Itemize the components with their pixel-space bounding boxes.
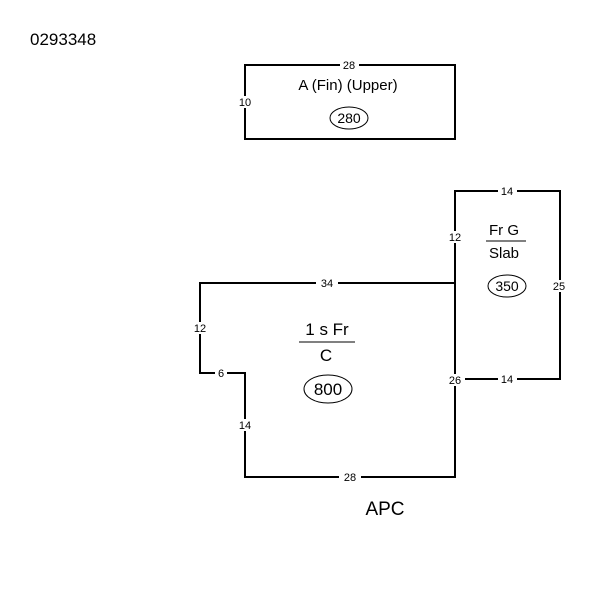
upper-label: A (Fin) (Upper) [298, 77, 397, 94]
main-label-top: 1 s Fr [305, 320, 349, 339]
main-top-dim: 34 [321, 278, 333, 290]
garage-section: 14 12 25 14 Fr G Slab 350 [446, 185, 569, 386]
garage-left-dim: 12 [449, 232, 461, 244]
main-left-upper-dim: 12 [194, 323, 206, 335]
garage-top-dim: 14 [501, 186, 513, 198]
main-top-dim-mask [316, 277, 338, 289]
upper-area-ellipse [329, 106, 369, 130]
main-bottom-dim-mask [339, 471, 361, 483]
garage-left-dim-mask [446, 231, 465, 243]
garage-bottom-dim-mask [498, 373, 517, 385]
main-left-lower-dim: 14 [239, 420, 251, 432]
upper-section: 28 10 A (Fin) (Upper) 280 [236, 59, 456, 140]
garage-right-dim-mask [550, 280, 569, 292]
garage-area: 350 [495, 278, 519, 294]
main-left-lower-dim-mask [236, 419, 255, 431]
garage-bottom-dim: 14 [501, 374, 513, 386]
garage-top-dim-mask [498, 185, 517, 197]
upper-left-dim-mask [236, 96, 255, 108]
main-right-dim: 26 [449, 375, 461, 387]
sketch-id: 0293348 [30, 30, 96, 49]
upper-outline [244, 64, 456, 140]
main-area-ellipse [303, 374, 353, 404]
main-bottom-dim: 28 [344, 472, 356, 484]
sketch-caption: APC [365, 499, 404, 520]
upper-top-dim: 28 [343, 60, 355, 72]
upper-area: 280 [337, 110, 361, 126]
main-label-bottom: C [320, 346, 332, 365]
upper-top-dim-mask [340, 59, 359, 71]
main-step-dim-mask [215, 367, 227, 379]
upper-left-dim: 10 [239, 97, 251, 109]
main-section: 34 12 6 14 28 26 1 s Fr C 800 [191, 277, 465, 484]
garage-right-dim: 25 [553, 281, 565, 293]
garage-label-bottom: Slab [489, 245, 519, 262]
garage-label-top: Fr G [489, 222, 519, 239]
main-step-dim: 6 [218, 368, 224, 380]
main-left-upper-dim-mask [191, 322, 210, 334]
garage-area-ellipse [487, 274, 527, 298]
main-outline [199, 282, 456, 478]
main-right-dim-mask [446, 374, 465, 386]
garage-outline [454, 190, 561, 380]
main-area: 800 [314, 380, 342, 399]
